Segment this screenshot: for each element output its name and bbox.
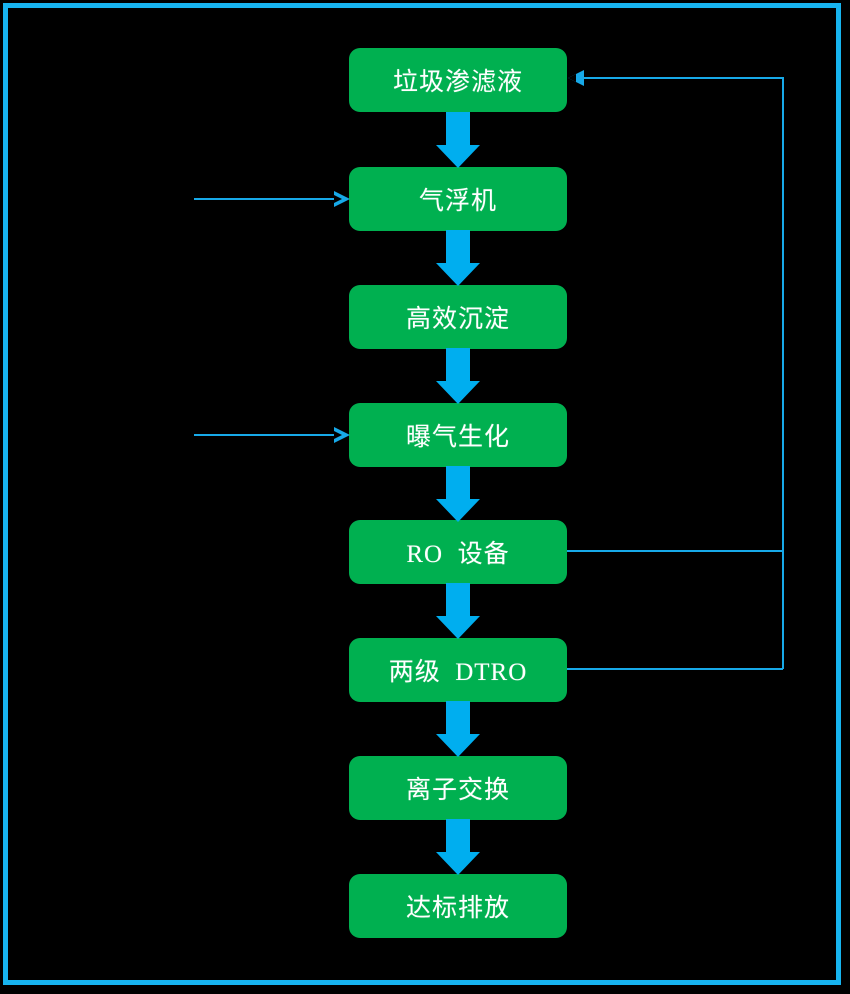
node-discharge[interactable]: 达标排放 (349, 874, 567, 938)
node-aeration[interactable]: 曝气生化 (349, 403, 567, 467)
feed-arrow-line (194, 198, 346, 200)
node-leachate[interactable]: 垃圾渗滤液 (349, 48, 567, 112)
arrow-shaft (446, 466, 470, 500)
arrow-down-icon-aeration-to-ro (436, 466, 480, 522)
return-line-ro-horizontal (567, 550, 783, 552)
arrow-down-icon-ion-exchange-to-discharge (436, 819, 480, 875)
feed-arrow-icon-aeration (194, 426, 350, 444)
arrow-head (436, 734, 480, 757)
arrow-shaft (446, 819, 470, 853)
node-flotation[interactable]: 气浮机 (349, 167, 567, 231)
arrow-head (436, 145, 480, 168)
return-arrow-head-icon-leachate (568, 70, 584, 86)
arrow-shaft (446, 583, 470, 617)
return-line-top-horizontal (578, 77, 784, 79)
arrow-head (436, 381, 480, 404)
arrow-head (436, 616, 480, 639)
canvas-border-frame (3, 3, 841, 985)
node-dtro[interactable]: 两级 DTRO (349, 638, 567, 702)
arrow-shaft (446, 348, 470, 382)
feed-arrow-head (334, 191, 350, 207)
node-ion-exchange[interactable]: 离子交换 (349, 756, 567, 820)
arrow-down-icon-settling-to-aeration (436, 348, 480, 404)
feed-arrow-head (334, 427, 350, 443)
arrow-down-icon-flotation-to-settling (436, 230, 480, 286)
arrow-head (436, 852, 480, 875)
arrow-shaft (446, 112, 470, 146)
arrow-down-icon-leachate-to-flotation (436, 112, 480, 168)
arrow-down-icon-ro-to-dtro (436, 583, 480, 639)
feed-arrow-line (194, 434, 346, 436)
return-line-vertical-riser (782, 77, 784, 669)
return-line-dtro-horizontal (567, 668, 783, 670)
arrow-head (436, 263, 480, 286)
arrow-shaft (446, 701, 470, 735)
arrow-shaft (446, 230, 470, 264)
arrow-head (436, 499, 480, 522)
arrow-down-icon-dtro-to-ion-exchange (436, 701, 480, 757)
node-ro-equipment[interactable]: RO 设备 (349, 520, 567, 584)
feed-arrow-icon-flotation (194, 190, 350, 208)
node-settling[interactable]: 高效沉淀 (349, 285, 567, 349)
